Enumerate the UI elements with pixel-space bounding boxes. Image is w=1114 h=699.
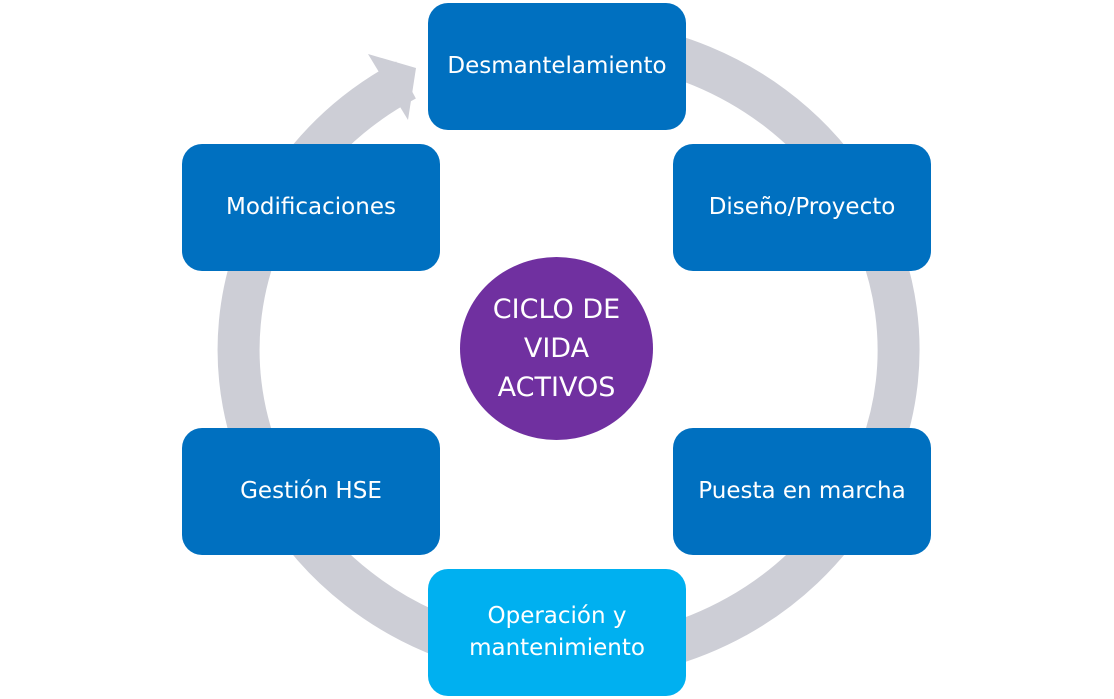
node-desmantelamiento: Desmantelamiento <box>428 3 686 130</box>
node-gestion-hse: Gestión HSE <box>182 428 440 555</box>
node-label: Puesta en marcha <box>698 477 906 504</box>
center-circle: CICLO DE VIDA ACTIVOS <box>460 257 653 440</box>
node-puesta-en-marcha: Puesta en marcha <box>673 428 931 555</box>
node-operacion-mantenimiento: Operación y mantenimiento <box>428 569 686 696</box>
node-label: Modificaciones <box>226 193 396 220</box>
center-label: CICLO DE VIDA ACTIVOS <box>492 293 621 404</box>
node-label: Desmantelamiento <box>447 52 667 79</box>
node-label: Diseño/Proyecto <box>708 193 896 220</box>
node-label: Gestión HSE <box>240 477 382 504</box>
node-label: Operación y mantenimiento <box>469 603 645 661</box>
cycle-arrowhead <box>368 54 416 120</box>
node-diseno-proyecto: Diseño/Proyecto <box>673 144 931 271</box>
node-modificaciones: Modificaciones <box>182 144 440 271</box>
